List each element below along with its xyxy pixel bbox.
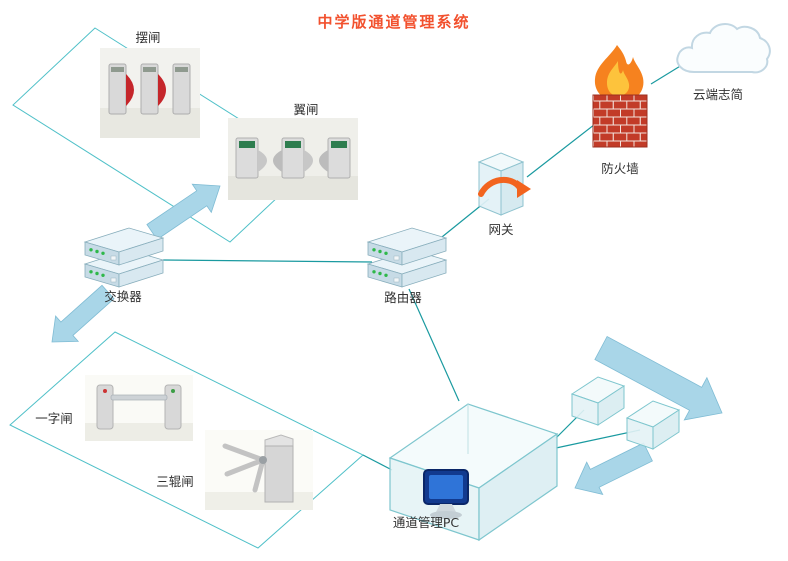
gateway-device	[477, 152, 531, 216]
computer-icon	[423, 469, 469, 519]
terminal-box-1	[570, 376, 626, 426]
connector-pc-box2	[555, 429, 641, 449]
swing-gate-photo	[100, 48, 200, 138]
label-router: 路由器	[384, 290, 422, 305]
label-swing-gate: 摆闸	[135, 30, 161, 45]
connector-switch-router	[162, 259, 373, 263]
switch-device	[84, 227, 164, 288]
flame-inner-icon	[607, 61, 630, 96]
connector-gateway-firewall	[526, 120, 600, 178]
label-drop-arm-gate: 一字闸	[35, 411, 73, 426]
arrow-large-southeast	[594, 335, 723, 421]
diagram-title: 中学版通道管理系统	[317, 13, 471, 31]
brick-wall	[592, 94, 648, 148]
drop-arm-gate-photo	[85, 375, 193, 441]
label-firewall: 防火墙	[601, 161, 639, 176]
wing-gate-photo	[228, 118, 358, 200]
swing-gate-wing	[158, 74, 166, 106]
gateway-swirl-arrowhead	[517, 180, 531, 198]
arrow-to-pc	[574, 442, 653, 495]
plane-bottom-outline	[9, 331, 364, 549]
label-tripod-gate: 三辊闸	[156, 474, 194, 489]
arrow-to-top-plane	[146, 183, 221, 241]
router-device	[367, 227, 447, 288]
label-switch: 交换器	[104, 289, 142, 304]
label-pc: 通道管理PC	[392, 515, 460, 530]
connector-plane-pc	[362, 454, 393, 471]
label-cloud: 云端志简	[692, 87, 743, 102]
firewall-device	[592, 45, 648, 148]
label-gateway: 网关	[488, 222, 514, 237]
cloud-shape	[676, 23, 771, 74]
connector-router-pc	[408, 288, 460, 402]
pc-box	[388, 403, 559, 542]
connector-lines	[162, 56, 696, 471]
tripod-gate-photo	[205, 430, 313, 510]
terminal-box-2	[625, 400, 681, 450]
swing-gate-wing	[126, 74, 134, 106]
arrow-to-bottom-plane	[51, 284, 115, 343]
flow-arrows	[51, 183, 723, 495]
label-wing-gate: 翼闸	[293, 102, 319, 117]
